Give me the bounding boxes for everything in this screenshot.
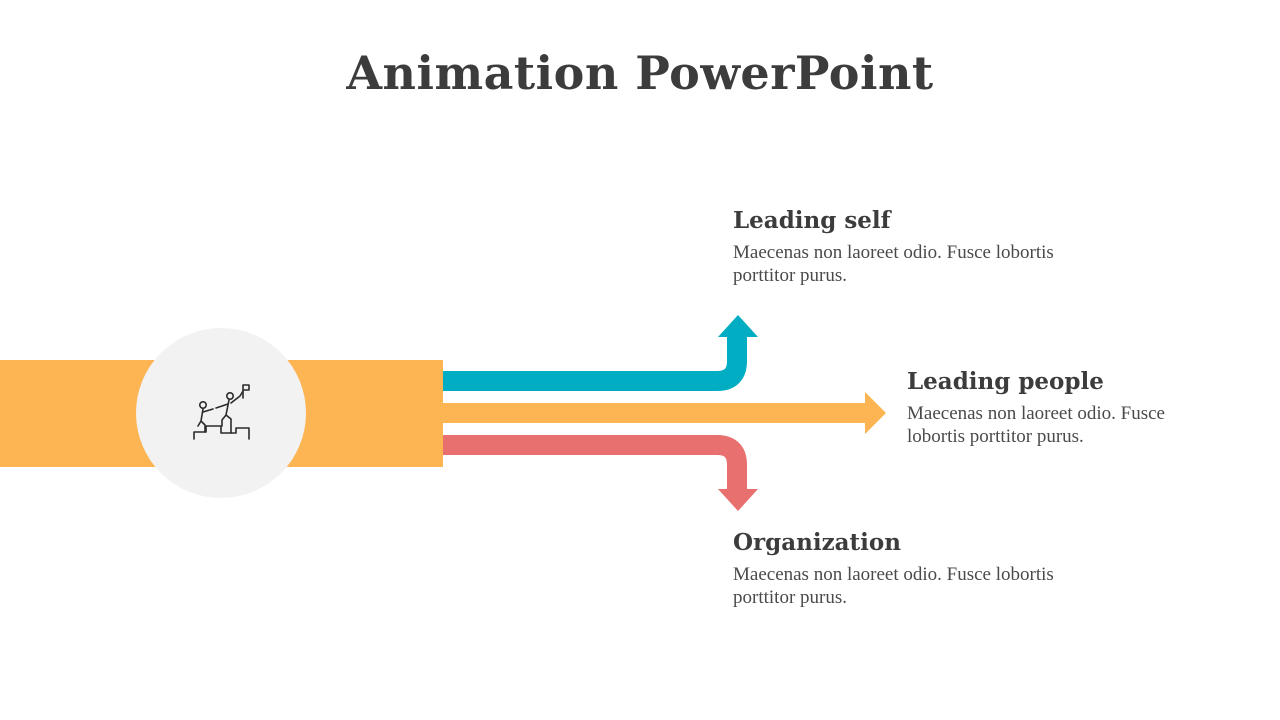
slide-title: Animation PowerPoint [346,46,934,100]
branch-heading: Leading people [907,368,1104,395]
branch-organization: Organization Maecenas non laoreet odio. … [733,529,1113,609]
branch-description: Maecenas non laoreet odio. Fusce loborti… [733,563,1054,608]
arrow-right-leading-people [443,403,867,423]
branch-heading: Organization [733,529,901,556]
branch-description: Maecenas non laoreet odio. Fusce loborti… [733,241,1054,286]
branch-leading-self: Leading self Maecenas non laoreet odio. … [733,207,1113,287]
team-climbing-icon [193,384,250,440]
branch-leading-people: Leading people Maecenas non laoreet odio… [907,368,1197,448]
arrow-down-head [718,489,758,511]
arrow-right-head [865,392,886,434]
icon-circle [136,328,306,498]
arrow-up-head [718,315,758,337]
arrow-down-organization [443,435,747,490]
branch-heading: Leading self [733,207,891,234]
arrow-up-leading-self [443,336,747,391]
branch-description: Maecenas non laoreet odio. Fusce loborti… [907,402,1165,447]
